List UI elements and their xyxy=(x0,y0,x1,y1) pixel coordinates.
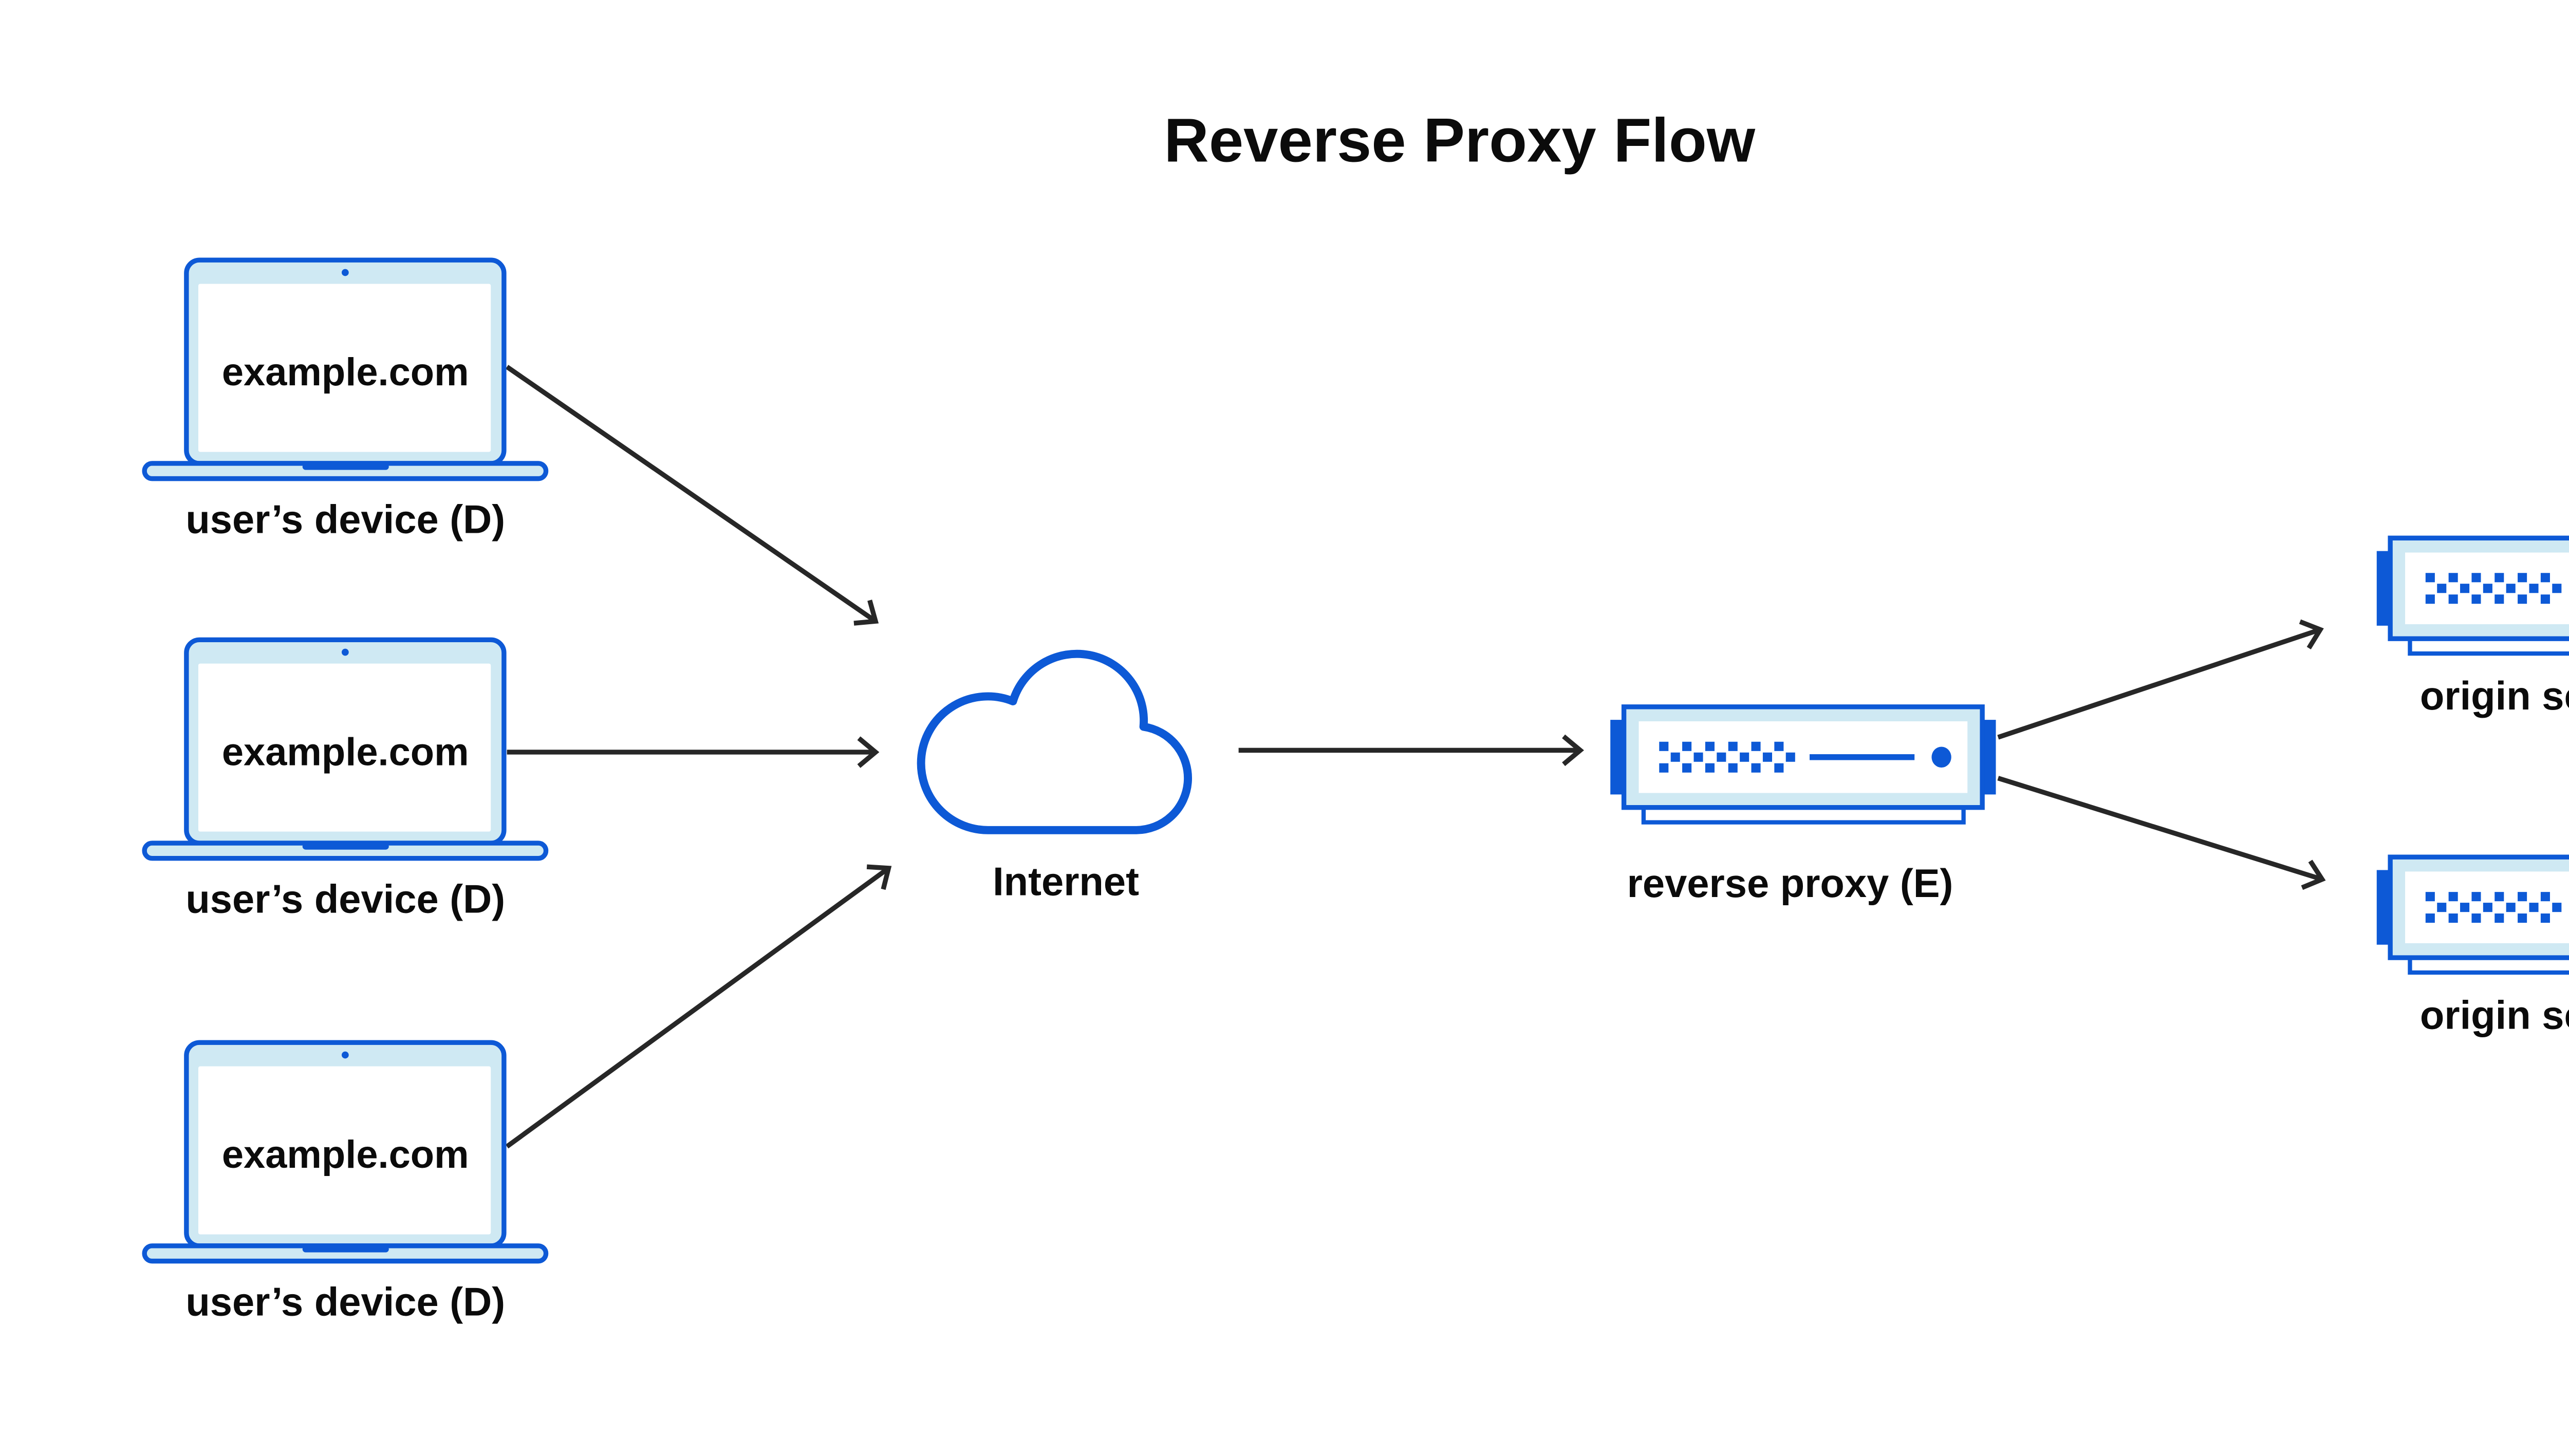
device-label: user’s device (D) xyxy=(185,1280,505,1324)
origin-server-label: origin server (F) xyxy=(2420,674,2569,718)
origin-server-icon xyxy=(2377,538,2569,654)
cloud-icon xyxy=(917,649,1192,834)
arrow-device1-to-internet xyxy=(505,365,879,626)
node-origin-server-2: origin server (F) xyxy=(2377,857,2569,1037)
device-screen-url: example.com xyxy=(222,730,469,774)
node-user-device-2: example.com user’s device (D) xyxy=(144,640,546,922)
node-user-device-3: example.com user’s device (D) xyxy=(144,1042,546,1324)
arrow-device3-to-internet xyxy=(505,864,892,1149)
flow-arrows xyxy=(505,365,2326,1149)
device-label: user’s device (D) xyxy=(185,498,505,542)
node-reverse-proxy: reverse proxy (E) xyxy=(1610,707,1996,906)
arrow-proxy-to-origin2 xyxy=(1997,776,2326,890)
node-internet: Internet xyxy=(917,649,1192,904)
origin-server-icon xyxy=(2377,857,2569,973)
device-label: user’s device (D) xyxy=(185,878,505,922)
device-screen-url: example.com xyxy=(222,350,469,394)
reverse-proxy-label: reverse proxy (E) xyxy=(1627,862,1953,906)
reverse-proxy-server-icon xyxy=(1610,707,1996,823)
origin-server-label: origin server (F) xyxy=(2420,993,2569,1037)
device-screen-url: example.com xyxy=(222,1133,469,1177)
node-origin-server-1: origin server (F) xyxy=(2377,538,2569,718)
arrow-proxy-to-origin1 xyxy=(1997,619,2324,740)
internet-label: Internet xyxy=(993,860,1139,904)
node-user-device-1: example.com user’s device (D) xyxy=(144,260,546,542)
page-title: Reverse Proxy Flow xyxy=(1164,105,1755,175)
